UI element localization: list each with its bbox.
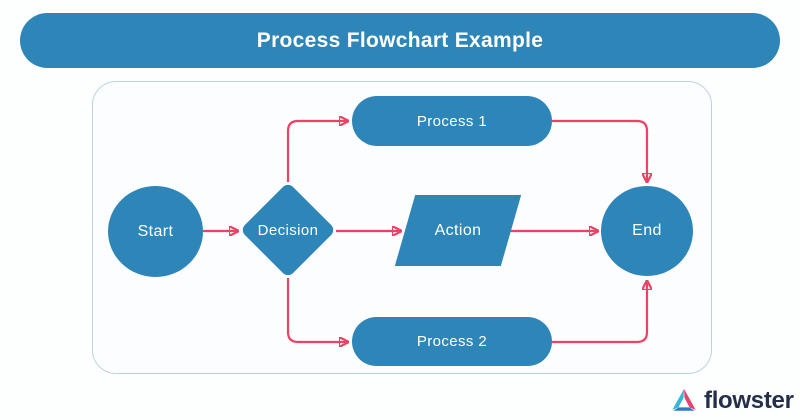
brand-name: flowster xyxy=(704,387,794,414)
node-action-label: Action xyxy=(434,221,482,239)
brand-logo: flowster xyxy=(670,387,794,415)
flowster-pinwheel-logo-icon xyxy=(672,388,696,411)
node-end: End xyxy=(601,186,693,276)
node-process1: Process 1 xyxy=(352,96,552,146)
node-process2: Process 2 xyxy=(352,317,552,366)
node-decision: Decision xyxy=(239,181,337,279)
node-process1-label: Process 1 xyxy=(416,112,488,130)
node-end-label: End xyxy=(632,222,662,239)
node-process2-label: Process 2 xyxy=(416,333,488,350)
node-action: Action xyxy=(394,195,522,266)
node-decision-label: Decision xyxy=(257,221,319,239)
node-start: Start xyxy=(108,186,203,277)
header-banner: Process Flowchart Example xyxy=(20,13,780,68)
node-start-label: Start xyxy=(137,222,174,240)
page-title: Process Flowchart Example xyxy=(256,28,544,52)
